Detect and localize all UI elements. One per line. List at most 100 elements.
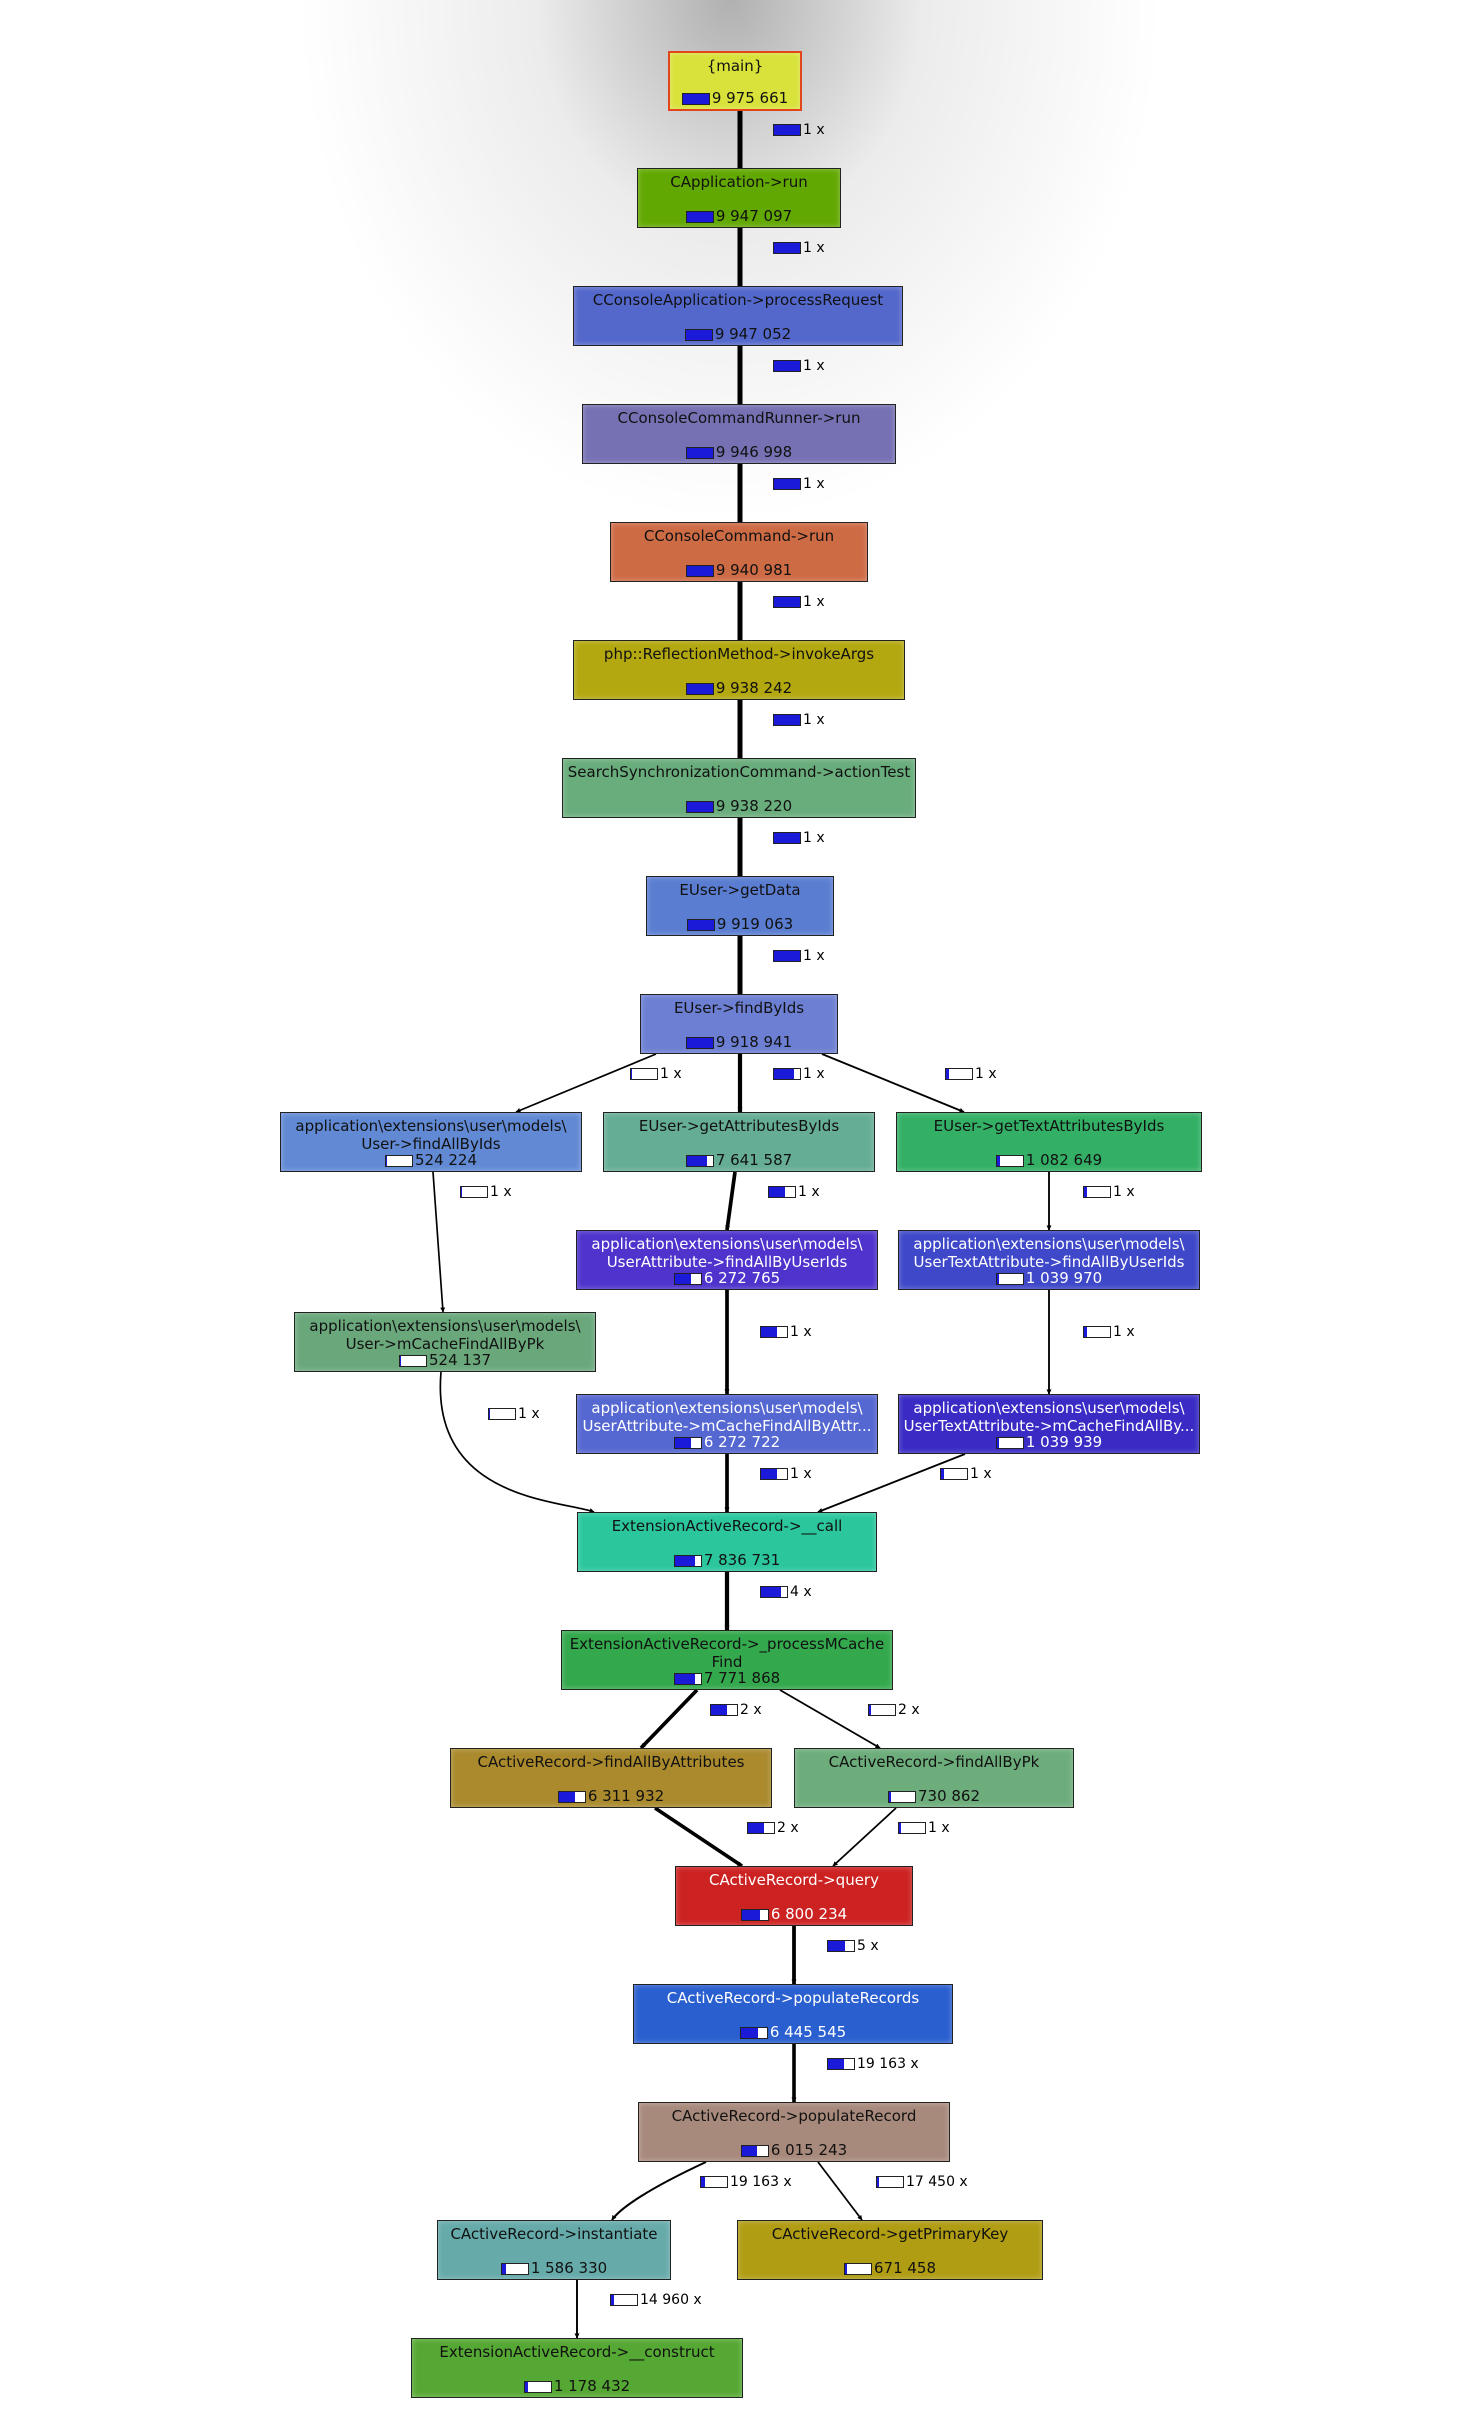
node-main[interactable]: {main}9 975 661 (668, 51, 802, 111)
node-label: SearchSynchronizationCommand->actionTest (563, 759, 915, 781)
edge-call-count: 1 x (768, 1184, 820, 1200)
node-user-findallbyids[interactable]: application\extensions\user\models\User-… (280, 1112, 582, 1172)
inclusive-cost-bar (740, 1908, 769, 1921)
node-usertextattr-mcache[interactable]: application\extensions\user\models\UserT… (898, 1394, 1200, 1454)
node-cost: 7 771 868 (562, 1669, 892, 1687)
node-label: CActiveRecord->populateRecords (634, 1985, 952, 2007)
edge-call-count: 1 x (898, 1820, 950, 1836)
edge-call-count: 1 x (945, 1066, 997, 1082)
node-cost: 6 311 932 (451, 1787, 771, 1805)
node-label: ExtensionActiveRecord->__construct (412, 2339, 742, 2361)
node-label-line: CActiveRecord->getPrimaryKey (771, 2225, 1009, 2243)
node-label-line: UserAttribute->mCacheFindAllByAttr... (582, 1417, 872, 1435)
edge-call-count: 19 163 x (700, 2174, 792, 2190)
inclusive-cost-bar (773, 124, 801, 136)
node-label-line: php::ReflectionMethod->invokeArgs (603, 645, 875, 663)
inclusive-cost-bar (747, 1822, 775, 1834)
node-label: CConsoleCommand->run (611, 523, 867, 545)
inclusive-cost-bar (773, 360, 801, 372)
node-cost-value: 9 946 998 (715, 443, 793, 461)
node-cost-value: 6 272 765 (703, 1269, 781, 1287)
edge-ext-process-mcache-to-car-findallbypk (779, 1689, 881, 1749)
edge-euser-getattrs-to-userattr-findall (725, 1171, 737, 1231)
inclusive-cost-bar (945, 1068, 973, 1080)
node-cost: 1 039 970 (899, 1269, 1199, 1287)
node-search-sync-test[interactable]: SearchSynchronizationCommand->actionTest… (562, 758, 916, 818)
node-euser-findbyids[interactable]: EUser->findByIds 9 918 941 (640, 994, 838, 1054)
node-label-line: EUser->getAttributesByIds (638, 1117, 840, 1135)
edge-call-count-text: 1 x (790, 1466, 812, 1482)
node-cost: 9 919 063 (647, 915, 833, 933)
node-cost-value: 9 938 220 (715, 797, 793, 815)
inclusive-cost-bar (700, 2176, 728, 2188)
edge-call-count: 1 x (460, 1184, 512, 1200)
inclusive-cost-bar (673, 1672, 702, 1685)
inclusive-cost-bar (685, 564, 714, 577)
edge-call-count: 1 x (773, 358, 825, 374)
node-cost: 524 224 (281, 1151, 581, 1169)
node-userattr-mcache[interactable]: application\extensions\user\models\UserA… (576, 1394, 878, 1454)
edge-car-populaterecord-to-car-getprimarykey (817, 2161, 863, 2221)
node-label: CActiveRecord->query (676, 1867, 912, 1889)
node-label-line: UserAttribute->findAllByUserIds (606, 1253, 848, 1271)
edge-call-count: 1 x (1083, 1184, 1135, 1200)
node-label: application\extensions\user\models\UserT… (899, 1395, 1199, 1435)
edge-call-count-text: 5 x (857, 1938, 879, 1954)
edge-call-count-text: 1 x (1113, 1184, 1135, 1200)
node-car-populaterecords[interactable]: CActiveRecord->populateRecords 6 445 545 (633, 1984, 953, 2044)
inclusive-cost-bar (760, 1326, 788, 1338)
node-userattr-findall[interactable]: application\extensions\user\models\UserA… (576, 1230, 878, 1290)
node-label: application\extensions\user\models\User-… (295, 1313, 595, 1353)
node-euser-getdata[interactable]: EUser->getData 9 919 063 (646, 876, 834, 936)
node-cost-value: 1 039 939 (1025, 1433, 1103, 1451)
node-cconsolecmd-run[interactable]: CConsoleCommand->run 9 940 981 (610, 522, 868, 582)
node-label: application\extensions\user\models\User-… (281, 1113, 581, 1153)
node-cost: 7 641 587 (604, 1151, 874, 1169)
node-cost: 6 272 722 (577, 1433, 877, 1451)
edge-car-findallbyattrs-to-car-query (653, 1806, 744, 1868)
node-label-line: EUser->findByIds (673, 999, 805, 1017)
inclusive-cost-bar (760, 1586, 788, 1598)
inclusive-cost-bar (488, 1408, 516, 1420)
node-cost-value: 1 082 649 (1025, 1151, 1103, 1169)
node-cost-value: 524 137 (428, 1351, 492, 1369)
inclusive-cost-bar (876, 2176, 904, 2188)
node-cost-value: 9 918 941 (715, 1033, 793, 1051)
node-label-line: CConsoleCommandRunner->run (617, 409, 861, 427)
edge-call-count: 4 x (760, 1584, 812, 1600)
node-user-mcache[interactable]: application\extensions\user\models\User-… (294, 1312, 596, 1372)
node-label: application\extensions\user\models\UserA… (577, 1395, 877, 1435)
inclusive-cost-bar (384, 1154, 413, 1167)
node-euser-getattrs[interactable]: EUser->getAttributesByIds 7 641 587 (603, 1112, 875, 1172)
node-label-line: EUser->getData (679, 881, 801, 899)
node-usertextattr-findall[interactable]: application\extensions\user\models\UserT… (898, 1230, 1200, 1290)
inclusive-cost-bar (887, 1790, 916, 1803)
node-ccmdrunner-run[interactable]: CConsoleCommandRunner->run 9 946 998 (582, 404, 896, 464)
node-label-line: ExtensionActiveRecord->__call (611, 1517, 843, 1535)
node-cost-value: 9 947 097 (715, 207, 793, 225)
inclusive-cost-bar (940, 1468, 968, 1480)
node-cost-value: 6 445 545 (769, 2023, 847, 2041)
edge-call-count: 5 x (827, 1938, 879, 1954)
node-cost-value: 9 938 242 (715, 679, 793, 697)
node-label-line: application\extensions\user\models\ (913, 1399, 1185, 1417)
node-label: CActiveRecord->getPrimaryKey (738, 2221, 1042, 2243)
inclusive-cost-bar (773, 478, 801, 490)
inclusive-cost-bar (685, 1154, 714, 1167)
node-cost: 9 940 981 (611, 561, 867, 579)
edge-call-count-text: 2 x (898, 1702, 920, 1718)
edge-call-count: 19 163 x (827, 2056, 919, 2072)
